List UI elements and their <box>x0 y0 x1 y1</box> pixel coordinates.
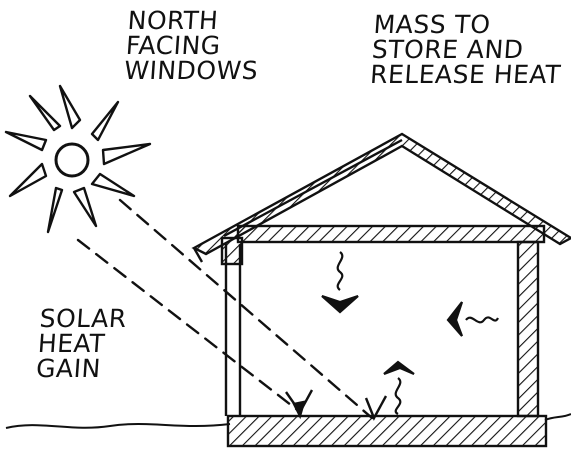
heat-down-icon <box>322 252 358 312</box>
heat-rise-icon <box>384 362 414 414</box>
label-line: MASS TO <box>373 12 565 37</box>
label-line: NORTH <box>127 8 263 33</box>
label-mass: MASS TO STORE AND RELEASE HEAT <box>369 12 565 87</box>
label-north-windows: NORTH FACING WINDOWS <box>123 8 262 83</box>
heat-radiate-icon <box>448 302 498 336</box>
ceiling-mass <box>238 226 544 242</box>
sun-icon <box>6 86 150 232</box>
label-line: HEAT <box>37 331 126 356</box>
label-line: GAIN <box>35 356 124 381</box>
label-solar-gain: SOLAR HEAT GAIN <box>35 306 127 381</box>
right-wall-mass <box>518 242 538 416</box>
label-line: RELEASE HEAT <box>369 62 561 87</box>
ground-line <box>6 424 230 428</box>
label-line: SOLAR <box>39 306 128 331</box>
left-wall <box>222 238 242 416</box>
floor-mass <box>228 416 546 446</box>
absorb-arrows <box>286 390 386 418</box>
label-line: FACING <box>125 33 261 58</box>
label-line: WINDOWS <box>123 58 259 83</box>
label-line: STORE AND <box>371 37 563 62</box>
